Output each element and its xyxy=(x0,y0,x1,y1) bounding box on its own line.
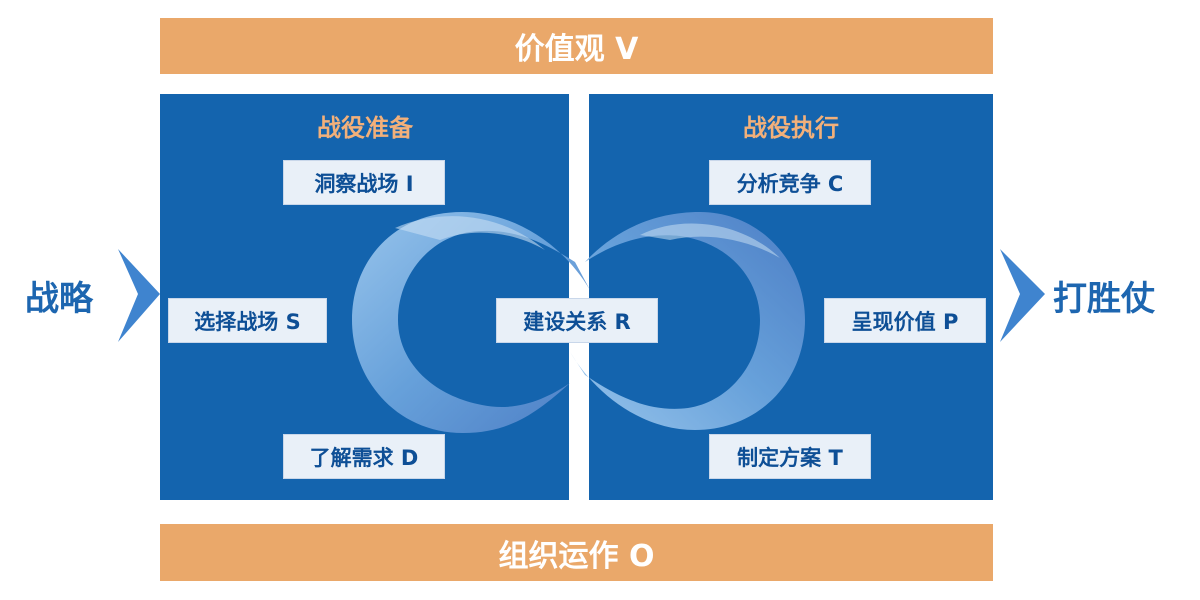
make-plan-box: 制定方案 T xyxy=(709,434,871,479)
make-plan-label: 制定方案 T xyxy=(737,445,843,470)
present-value-box: 呈现价值 P xyxy=(824,298,986,343)
analyze-competition-box: 分析竞争 C xyxy=(709,160,871,205)
left-loop xyxy=(352,212,590,433)
strategy-label: 战略 xyxy=(25,279,93,319)
battle-preparation-title: 战役准备 xyxy=(317,114,413,142)
values-bar: 价值观 V xyxy=(160,18,993,74)
win-battle-label: 打胜仗 xyxy=(1053,279,1155,319)
select-battlefield-label: 选择战场 S xyxy=(194,309,301,334)
values-bar-label: 价值观 V xyxy=(514,32,639,67)
build-relationship-label: 建设关系 R xyxy=(523,309,631,334)
insight-battlefield-label: 洞察战场 I xyxy=(314,171,414,196)
understand-needs-label: 了解需求 D xyxy=(309,445,419,470)
organization-bar: 组织运作 O xyxy=(160,524,993,581)
present-value-label: 呈现价值 P xyxy=(851,309,959,334)
organization-bar-label: 组织运作 O xyxy=(498,538,655,574)
build-relationship-box: 建设关系 R xyxy=(496,298,658,343)
right-loop xyxy=(570,212,805,430)
insight-battlefield-box: 洞察战场 I xyxy=(283,160,445,205)
select-battlefield-box: 选择战场 S xyxy=(168,298,327,343)
battle-execution-title: 战役执行 xyxy=(743,114,839,142)
right-arrow-chevron xyxy=(1000,249,1045,342)
left-arrow-chevron xyxy=(118,249,160,342)
analyze-competition-label: 分析竞争 C xyxy=(736,171,844,196)
understand-needs-box: 了解需求 D xyxy=(283,434,445,479)
